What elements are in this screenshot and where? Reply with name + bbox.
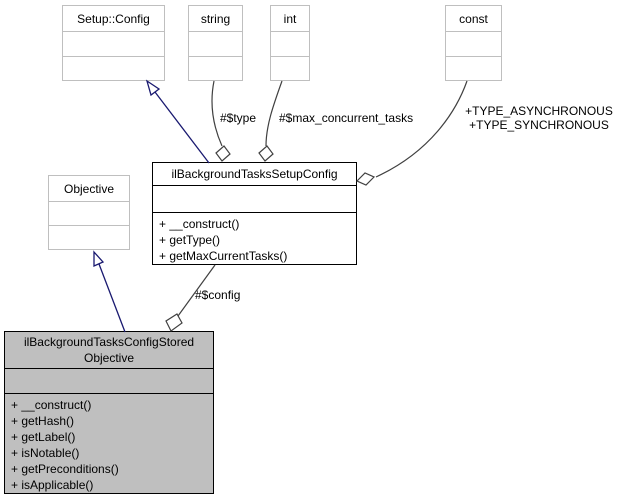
inheritance-arrow-icon [93,250,105,268]
method-construct: + __construct() [11,398,92,412]
edge-label-type-constants: +TYPE_ASYNCHRONOUS +TYPE_SYNCHRONOUS [452,104,626,132]
methods-compartment: + __construct() + getHash() + getLabel()… [5,393,213,493]
class-node-int: int [270,5,310,81]
aggregation-diamond-icon [215,145,231,162]
methods-compartment: + __construct() + getType() + getMaxCurr… [153,212,356,264]
attributes-compartment [5,367,213,393]
method-is-notable: + isNotable() [11,446,80,460]
edge-inheritance-setup-config [154,91,210,164]
class-title-objective: Objective [63,181,115,196]
method-is-applicable: + isApplicable() [11,478,94,492]
class-node-il-background-tasks-config-stored-objective: ilBackgroundTasksConfigStored Objective … [4,331,214,494]
methods-compartment [63,55,164,81]
class-title-line2: Objective [83,350,135,365]
attributes-compartment [446,31,501,56]
class-node-il-background-tasks-setup-config[interactable]: ilBackgroundTasksSetupConfig + __constru… [152,162,357,265]
method-get-type: + getType() [159,233,221,247]
class-title-int: int [283,11,297,26]
method-get-preconditions: + getPreconditions() [11,462,119,476]
class-node-setup-config: Setup::Config [62,5,165,81]
method-get-label: + getLabel() [11,430,76,444]
class-title-string: string [200,11,231,26]
method-get-hash: + getHash() [11,414,75,428]
attributes-compartment [271,31,309,56]
class-node-const: const [445,5,502,81]
inheritance-arrow-icon [145,79,161,97]
attributes-compartment [63,31,164,56]
method-get-max-current-tasks: + getMaxCurrentTasks() [159,249,288,263]
methods-compartment [446,55,501,81]
method-construct: + __construct() [159,217,240,231]
attributes-compartment [49,201,129,225]
edge-label-type-asynchronous: +TYPE_ASYNCHRONOUS [465,104,613,118]
methods-compartment [271,55,309,81]
edge-inheritance-objective [98,263,126,333]
aggregation-diamond-icon [258,145,274,162]
methods-compartment [189,55,242,81]
methods-compartment [49,225,129,249]
class-title-const: const [459,11,488,26]
aggregation-diamond-icon [165,313,183,332]
aggregation-diamond-icon [355,172,376,186]
class-node-objective: Objective [48,175,130,250]
attributes-compartment [153,185,356,212]
edge-label-type: #$type [220,111,257,125]
class-title-il-background-tasks-setup-config: ilBackgroundTasksSetupConfig [171,167,338,181]
class-title-line1: ilBackgroundTasksConfigStored [23,334,195,349]
class-title-setup-config: Setup::Config [77,11,150,26]
class-title-il-background-tasks-config-stored-objective: ilBackgroundTasksConfigStored Objective [5,332,213,368]
edge-label-type-synchronous: +TYPE_SYNCHRONOUS [469,118,609,132]
edge-label-max-concurrent-tasks: #$max_concurrent_tasks [279,111,414,125]
attributes-compartment [189,31,242,56]
class-node-string: string [188,5,243,81]
edge-label-config: #$config [195,288,241,302]
